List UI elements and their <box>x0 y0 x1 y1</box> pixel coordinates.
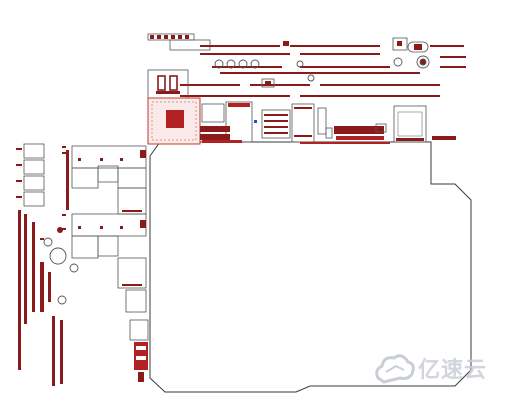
round-components <box>214 55 430 82</box>
power-section <box>71 145 147 313</box>
board-outline <box>149 141 472 393</box>
watermark-text: 亿速云 <box>418 358 488 383</box>
small-ic-top <box>261 78 275 88</box>
center-component-row <box>200 101 456 144</box>
top-passive-rows <box>180 41 466 97</box>
rf-module <box>392 37 429 53</box>
left-connector-column <box>16 143 45 370</box>
main-processor <box>147 97 201 145</box>
cloud-logo-icon <box>375 354 415 384</box>
header-block <box>147 33 211 51</box>
watermark: 亿速云 <box>372 348 500 388</box>
analog-section <box>40 150 79 386</box>
bottom-left-connector <box>129 319 149 382</box>
power-section-marks <box>62 146 146 286</box>
